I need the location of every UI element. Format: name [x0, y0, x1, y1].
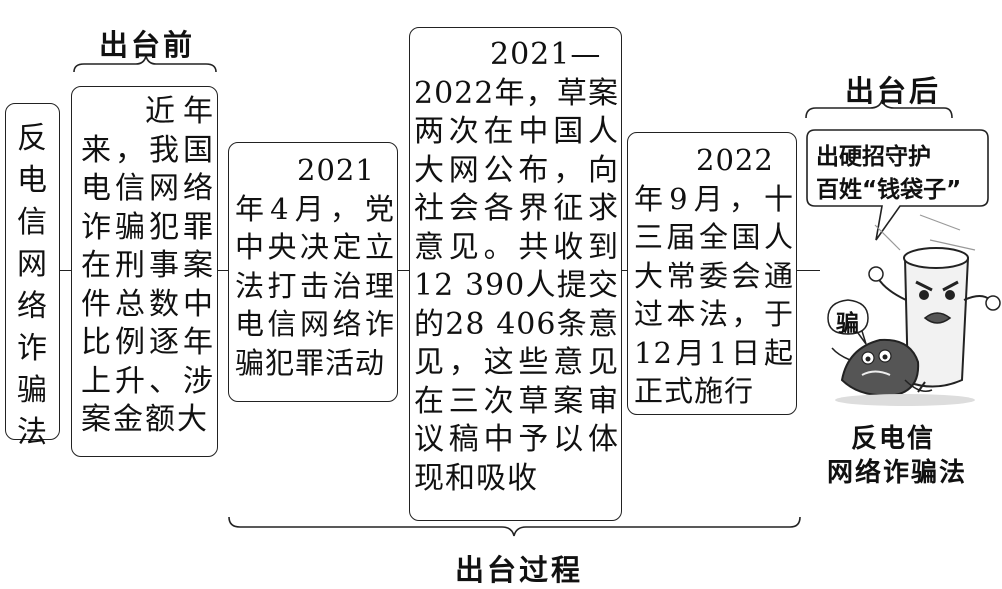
cartoon-caption-line-1: 反电信: [851, 418, 935, 455]
cartoon-caption-line-2: 网络诈骗法: [827, 452, 967, 489]
motion-lines-icon: [875, 215, 975, 250]
scam-sign-text: 骗: [836, 304, 859, 338]
